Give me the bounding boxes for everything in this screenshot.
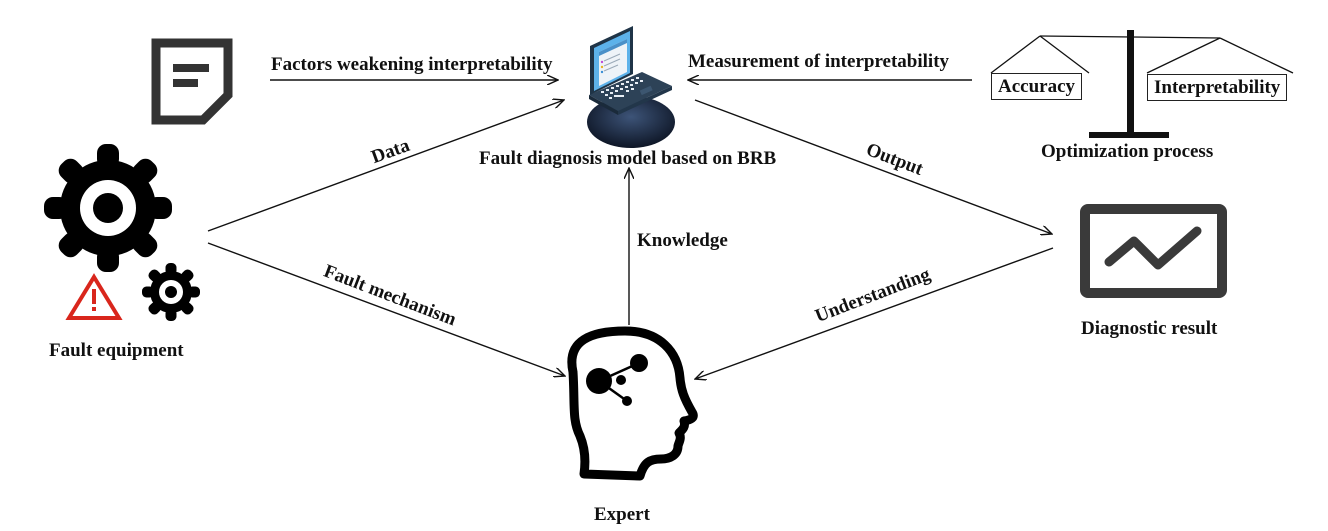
head-brain-icon [567,326,698,481]
gear-icon [44,144,172,272]
warning-icon [65,273,123,320]
edge-label-measurement: Measurement of interpretability [688,51,950,72]
node-label-diagnostic-result: Diagnostic result [1081,318,1218,339]
edge-label-factors: Factors weakening interpretability [271,54,553,75]
document-icon [151,38,233,125]
edge-label-knowledge: Knowledge [637,230,728,251]
laptop-icon [587,26,675,148]
arrow-data [207,100,564,232]
node-label-model: Fault diagnosis model based on BRB [479,148,777,169]
small-gear-icon [142,263,200,321]
node-label-fault-equipment: Fault equipment [49,340,184,361]
arrow-output [694,99,1052,234]
node-label-optimization: Optimization process [1041,141,1214,162]
arrow-fault-mechanism [207,242,565,376]
line-chart-icon [1080,204,1227,298]
scale-pan-accuracy: Accuracy [991,73,1083,100]
balance-scale-icon [990,30,1294,138]
node-label-expert: Expert [594,504,650,525]
arrow-understanding [695,247,1054,379]
scale-pan-interpretability: Interpretability [1147,74,1288,101]
